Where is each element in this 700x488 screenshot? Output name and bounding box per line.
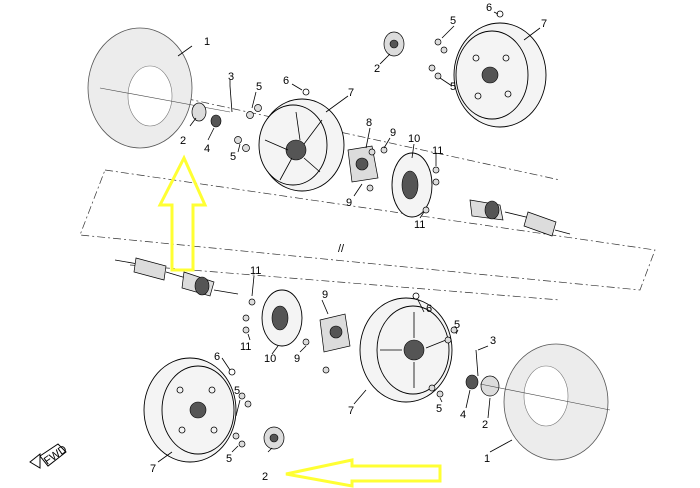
callout-bl-hub: 2 — [262, 471, 268, 483]
callout-bl-bolts-a: 9 — [322, 289, 328, 301]
rear-left-hub-assembly — [302, 313, 351, 374]
callout-tr-rim: 7 — [541, 18, 547, 30]
rear-left-brake-disc — [242, 289, 303, 347]
callout-br-tire: 1 — [484, 453, 490, 465]
callout-tl-bolts-a: 9 — [390, 127, 396, 139]
callout-tl-screws-b: 11 — [414, 219, 425, 231]
callout-tl-screws-a: 11 — [432, 145, 443, 157]
callout-bl-lugs-a: 5 — [234, 385, 240, 397]
callout-tl-hub: 2 — [180, 135, 186, 147]
front-left-lug-nuts — [234, 104, 262, 152]
front-right-rim — [453, 10, 547, 128]
callout-tr-lugs-b: 5 — [450, 81, 456, 93]
callout-tl-nut: 4 — [204, 143, 210, 155]
front-left-tire — [87, 27, 231, 149]
front-left-hub-assembly — [347, 145, 388, 192]
callout-tr-lugs-a: 5 — [450, 15, 456, 27]
callout-br-lugs-b: 5 — [436, 403, 442, 415]
callout-tl-rim: 7 — [348, 87, 354, 99]
rear-right-lug-nuts — [428, 326, 458, 398]
front-right-hub — [383, 31, 405, 57]
callout-tr-valve: 6 — [486, 2, 492, 14]
callout-tr-hub: 2 — [374, 63, 380, 75]
rear-right-rim — [359, 292, 453, 403]
highlight-arrow-left — [285, 458, 442, 488]
rear-left-lug-nuts — [232, 392, 252, 448]
callout-br-rim: 7 — [348, 405, 354, 417]
callout-bl-screws-a: 11 — [250, 265, 261, 277]
rear-left-rim — [143, 357, 237, 463]
fwd-arrow-icon: FWD — [29, 443, 69, 469]
callout-bl-rim: 7 — [150, 463, 156, 475]
callout-tl-bolts-b: 9 — [346, 197, 352, 209]
callout-tl-lugs-a: 5 — [256, 81, 262, 93]
callout-br-hub: 2 — [482, 419, 488, 431]
svg-text://: // — [338, 243, 345, 255]
front-right-lug-nuts — [428, 38, 448, 80]
callout-tl-hub-assy: 8 — [366, 117, 372, 129]
callout-tl-tire: 1 — [204, 36, 210, 48]
callout-br-cotter: 3 — [490, 335, 496, 347]
front-left-rim — [258, 88, 345, 192]
callout-labels: 1 2 3 4 5 5 6 7 8 9 9 10 11 11 2 5 5 6 7… — [150, 2, 547, 483]
axle-outline: // — [79, 94, 656, 301]
front-left-hub-cap — [191, 85, 233, 128]
leader-lines — [157, 11, 541, 463]
callout-bl-bolts-b: 9 — [294, 353, 300, 365]
front-left-brake-disc — [391, 152, 440, 218]
rear-left-hub — [263, 426, 285, 450]
callout-bl-valve: 6 — [214, 351, 220, 363]
rear-right-tire — [479, 343, 611, 461]
callout-bl-lugs-b: 5 — [226, 453, 232, 465]
fwd-badge: FWD — [42, 443, 69, 467]
callout-tl-cotter: 3 — [228, 71, 234, 83]
highlight-arrow-up — [157, 154, 208, 272]
callout-tl-lugs-b: 5 — [230, 151, 236, 163]
callout-br-valve: 6 — [426, 303, 432, 315]
rear-left-drive-shaft — [114, 257, 239, 297]
callout-bl-screws-b: 11 — [240, 341, 251, 353]
callout-br-lugs-a: 5 — [454, 319, 460, 331]
callout-tl-disc: 10 — [408, 133, 420, 145]
front-right-drive-shaft — [469, 199, 571, 237]
callout-bl-disc: 10 — [264, 353, 276, 365]
callout-br-nut: 4 — [460, 409, 466, 421]
rear-right-hub-cap — [465, 349, 500, 397]
callout-tl-valve: 6 — [283, 75, 289, 87]
